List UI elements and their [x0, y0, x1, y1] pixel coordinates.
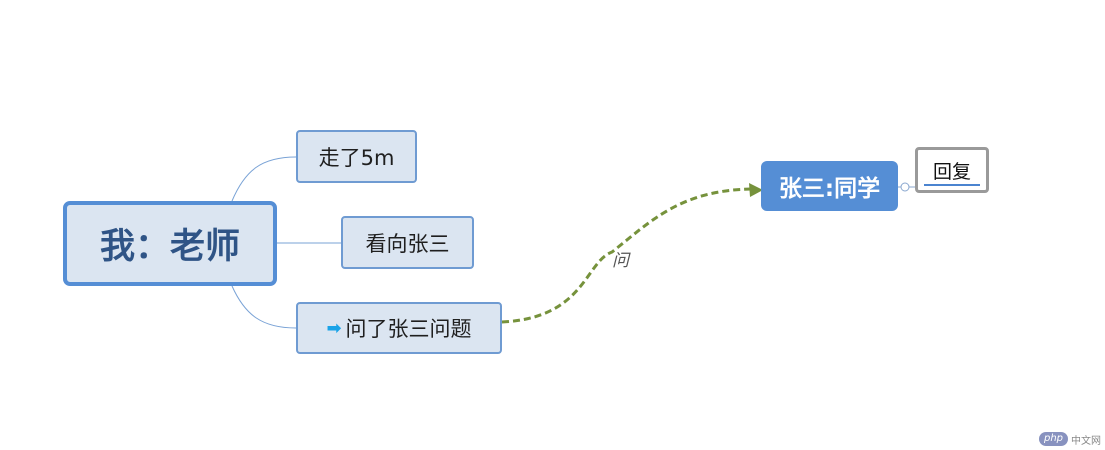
watermark-text: 中文网	[1071, 435, 1102, 447]
floating-topic-label: 张三:同学	[778, 176, 881, 202]
subtopic-walked[interactable]: 走了5m	[296, 130, 417, 183]
branch-connector-3	[231, 285, 297, 329]
callout-label[interactable]: 回复	[932, 160, 971, 183]
subtopic-asked[interactable]: ➡ 问了张三问题	[296, 302, 502, 354]
root-topic-label: 我：老师	[99, 227, 240, 267]
arrow-right-icon: ➡	[326, 317, 342, 339]
root-topic[interactable]: 我：老师	[63, 201, 277, 286]
relationship-arrowhead	[749, 183, 763, 197]
text-caret-underline	[924, 184, 980, 186]
subtopic-looked[interactable]: 看向张三	[341, 216, 474, 269]
relationship-line[interactable]	[501, 187, 753, 324]
collapse-handle[interactable]	[900, 182, 910, 192]
php-logo-icon: php	[1039, 432, 1069, 446]
subtopic-label: 问了张三问题	[345, 317, 472, 341]
subtopic-label: 走了5m	[318, 145, 395, 170]
branch-connector-1	[231, 156, 297, 202]
relationship-label[interactable]: 问	[612, 251, 629, 271]
subtopic-label: 看向张三	[365, 231, 450, 256]
callout-reply[interactable]: 回复	[915, 147, 989, 193]
watermark: php 中文网	[1039, 431, 1101, 447]
floating-topic-zhangsan[interactable]: 张三:同学	[761, 161, 898, 211]
